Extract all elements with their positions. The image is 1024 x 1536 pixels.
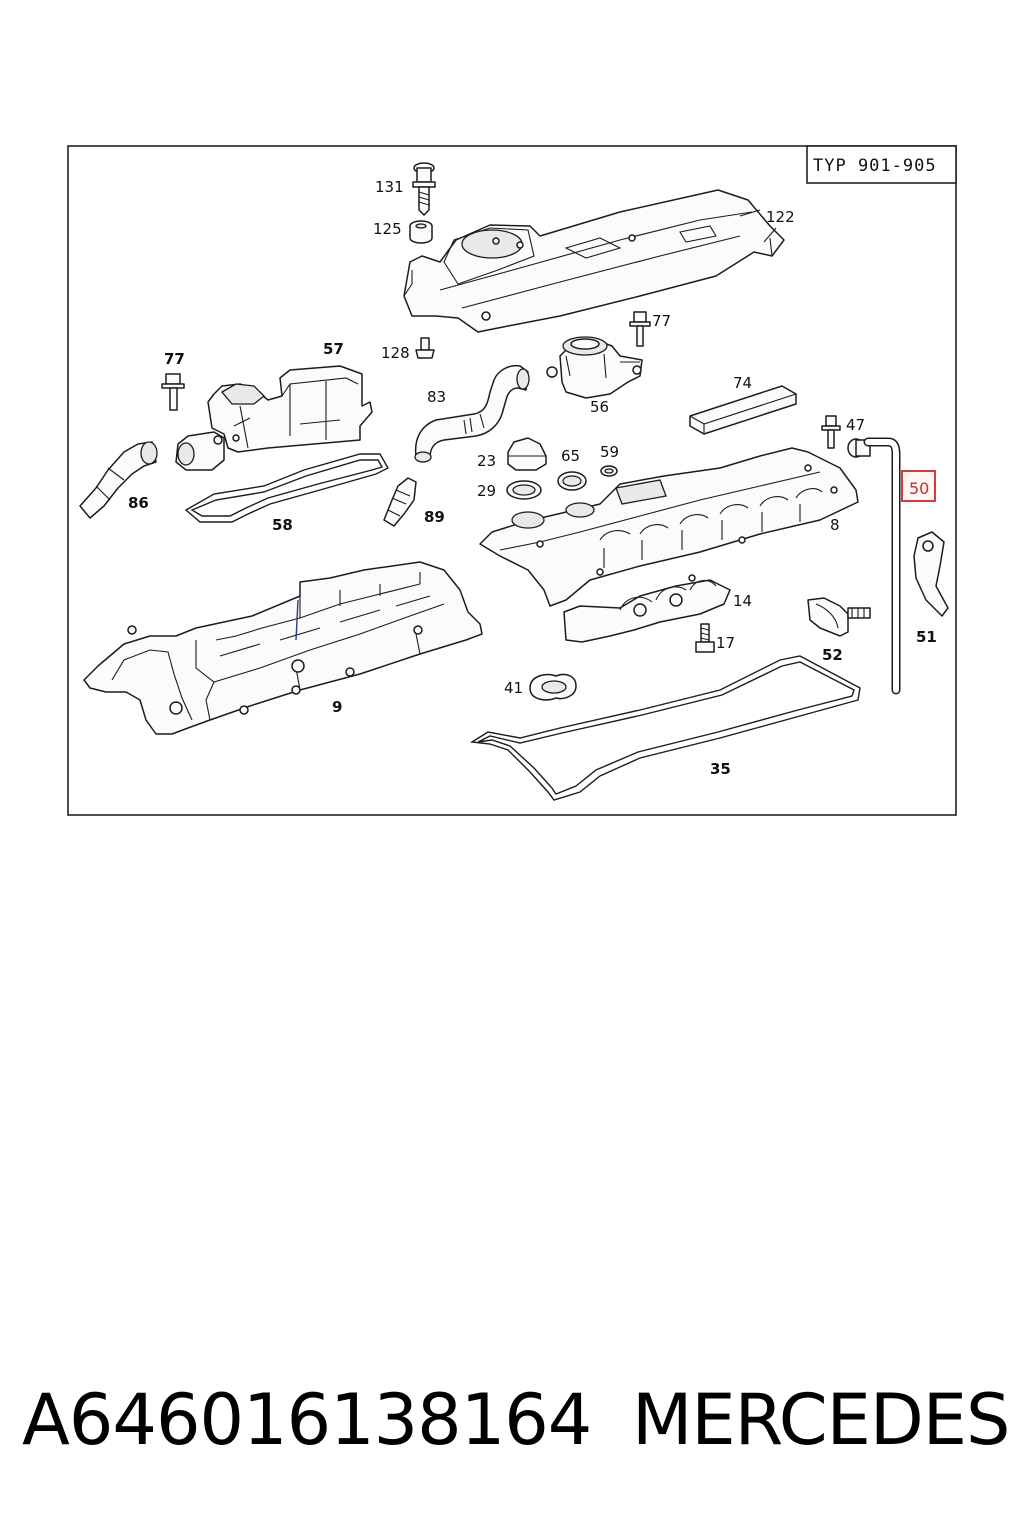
part-57-housing[interactable] [175,365,373,471]
part-74-rail[interactable] [689,385,797,435]
part-59-o-ring[interactable] [600,465,618,477]
label-14: 14 [733,592,752,610]
part-29-seal-ring[interactable] [506,480,542,500]
part-17-bolt[interactable] [695,623,715,653]
part-51-bracket[interactable] [913,531,949,617]
label-128: 128 [381,344,410,362]
part-50-breather-pipe[interactable] [863,437,901,695]
part-125-grommet[interactable] [409,220,433,244]
label-17: 17 [716,634,735,652]
label-47: 47 [846,416,865,434]
part-number: A646016138164 [22,1379,592,1461]
diagram-frame [67,145,957,816]
label-8: 8 [830,516,840,534]
label-122: 122 [766,208,795,226]
label-74: 74 [733,374,752,392]
part-128-stud[interactable] [415,337,435,359]
part-14-bracket[interactable] [563,574,731,643]
label-41: 41 [504,679,523,697]
label-56: 56 [590,398,609,416]
part-83-hose[interactable] [414,364,530,463]
label-131: 131 [375,178,404,196]
label-89: 89 [424,508,445,526]
label-86: 86 [128,494,149,512]
part-77-bolt-left[interactable] [161,373,185,411]
exploded-parts-diagram: TYP 901-905 [67,145,957,816]
label-23: 23 [477,452,496,470]
part-131-bolt[interactable] [412,162,436,216]
label-77-left: 77 [164,350,185,368]
label-9: 9 [332,698,342,716]
label-50: 50 [909,479,929,498]
part-52-clamp[interactable] [807,597,871,637]
part-89-connector[interactable] [383,477,417,527]
part-122-engine-cover[interactable] [403,189,785,333]
label-65: 65 [561,447,580,465]
highlight-label-50[interactable]: 50 [901,470,936,502]
part-86-hose[interactable] [79,441,158,519]
type-label: TYP 901-905 [813,156,937,176]
footer: A646016138164 MERCEDES [0,1370,1024,1480]
label-77-right: 77 [652,312,671,330]
label-59: 59 [600,443,619,461]
label-125: 125 [373,220,402,238]
label-51: 51 [916,628,937,646]
label-35: 35 [710,760,731,778]
part-58-gasket[interactable] [184,453,389,523]
label-57: 57 [323,340,344,358]
part-9-lower-cover[interactable] [83,561,483,735]
label-83: 83 [427,388,446,406]
label-58: 58 [272,516,293,534]
part-8-head-cover[interactable] [479,447,859,607]
brand-name: MERCEDES [632,1379,1010,1461]
part-77-bolt-right[interactable] [629,311,651,347]
type-label-box: TYP 901-905 [806,145,957,184]
part-65-seal-ring[interactable] [557,471,587,491]
part-41-seal[interactable] [529,673,577,701]
part-56-oil-separator[interactable] [546,336,643,399]
part-35-gasket[interactable] [469,655,861,801]
part-23-cap[interactable] [507,437,547,471]
label-29: 29 [477,482,496,500]
label-52: 52 [822,646,843,664]
